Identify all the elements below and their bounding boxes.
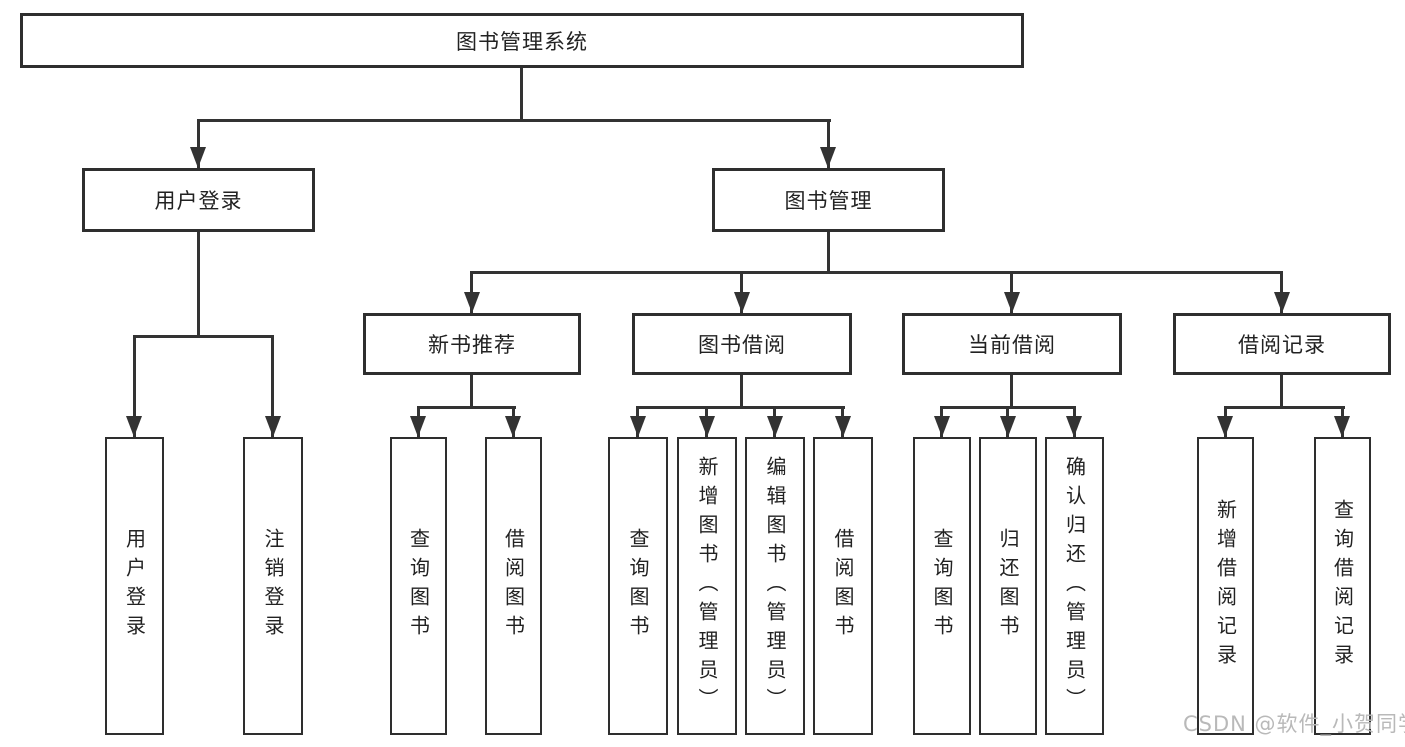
connector-recommend-bus: [417, 406, 516, 409]
leaf-label: 查询借阅记录: [1330, 499, 1355, 673]
node-new-book-recommendation: 新书推荐: [363, 313, 581, 375]
node-user-login: 用户登录: [82, 168, 315, 232]
leaf-label: 编辑图书（管理员）: [763, 455, 787, 717]
connector-records-bus: [1224, 406, 1345, 409]
connector-records-stem: [1280, 375, 1283, 408]
arrow-down-icon: [265, 416, 281, 437]
arrow-down-icon: [734, 292, 750, 313]
connector-book-management-bus: [470, 271, 1282, 274]
connector-root-stem: [520, 68, 523, 122]
leaf-label: 归还图书: [996, 528, 1020, 644]
leaf-logout: 注销登录: [243, 437, 303, 735]
connector-root-bus: [197, 119, 831, 122]
arrow-down-icon: [464, 292, 480, 313]
leaf-query-books-current: 查询图书: [913, 437, 971, 735]
leaf-borrow-books-recommend: 借阅图书: [485, 437, 542, 735]
arrow-down-icon: [820, 147, 836, 168]
leaf-label: 借阅图书: [831, 528, 855, 644]
arrow-down-icon: [630, 416, 646, 437]
node-book-management: 图书管理: [712, 168, 945, 232]
node-book-borrowing: 图书借阅: [632, 313, 852, 375]
leaf-user-login: 用户登录: [105, 437, 164, 735]
connector-book-management-stem: [827, 232, 830, 274]
connector-drop-leaf: [271, 335, 274, 437]
arrow-down-icon: [1000, 416, 1016, 437]
watermark: CSDN @软件_小贺同学: [1183, 712, 1405, 736]
leaf-label: 注销登录: [261, 528, 285, 644]
leaf-query-borrow-record: 查询借阅记录: [1314, 437, 1371, 735]
arrow-down-icon: [190, 147, 206, 168]
arrow-down-icon: [835, 416, 851, 437]
leaf-query-books-borrow: 查询图书: [608, 437, 668, 735]
arrow-down-icon: [1274, 292, 1290, 313]
node-current-borrowing: 当前借阅: [902, 313, 1122, 375]
leaf-label: 用户登录: [122, 528, 147, 644]
arrow-down-icon: [767, 416, 783, 437]
connector-drop-user-login: [197, 119, 200, 168]
connector-user-login-stem: [197, 232, 200, 337]
arrow-down-icon: [1004, 292, 1020, 313]
connector-borrow-stem: [740, 375, 743, 408]
leaf-add-books-admin: 新增图书（管理员）: [677, 437, 737, 735]
leaf-edit-books-admin: 编辑图书（管理员）: [745, 437, 805, 735]
connector-drop-leaf: [133, 335, 136, 437]
arrow-down-icon: [1334, 416, 1350, 437]
arrow-down-icon: [126, 416, 142, 437]
leaf-label: 查询图书: [406, 528, 431, 644]
node-borrowing-records: 借阅记录: [1173, 313, 1391, 375]
connector-current-stem: [1010, 375, 1013, 408]
leaf-confirm-return-admin: 确认归还（管理员）: [1045, 437, 1104, 735]
leaf-borrow-books: 借阅图书: [813, 437, 873, 735]
connector-drop-book-management: [827, 119, 830, 168]
arrow-down-icon: [1066, 416, 1082, 437]
leaf-label: 查询图书: [626, 528, 650, 644]
leaf-label: 确认归还（管理员）: [1062, 455, 1087, 717]
arrow-down-icon: [410, 416, 426, 437]
leaf-label: 新增图书（管理员）: [695, 455, 719, 717]
leaf-label: 查询图书: [930, 528, 954, 644]
arrow-down-icon: [699, 416, 715, 437]
arrow-down-icon: [1217, 416, 1233, 437]
leaf-query-books-recommend: 查询图书: [390, 437, 447, 735]
arrow-down-icon: [934, 416, 950, 437]
leaf-add-borrow-record: 新增借阅记录: [1197, 437, 1254, 735]
arrow-down-icon: [505, 416, 521, 437]
connector-borrow-bus: [636, 406, 845, 409]
connector-user-login-bus: [133, 335, 274, 338]
connector-recommend-stem: [470, 375, 473, 408]
leaf-label: 借阅图书: [501, 528, 526, 644]
leaf-return-books: 归还图书: [979, 437, 1037, 735]
leaf-label: 新增借阅记录: [1213, 499, 1238, 673]
node-library-management-system: 图书管理系统: [20, 13, 1024, 68]
